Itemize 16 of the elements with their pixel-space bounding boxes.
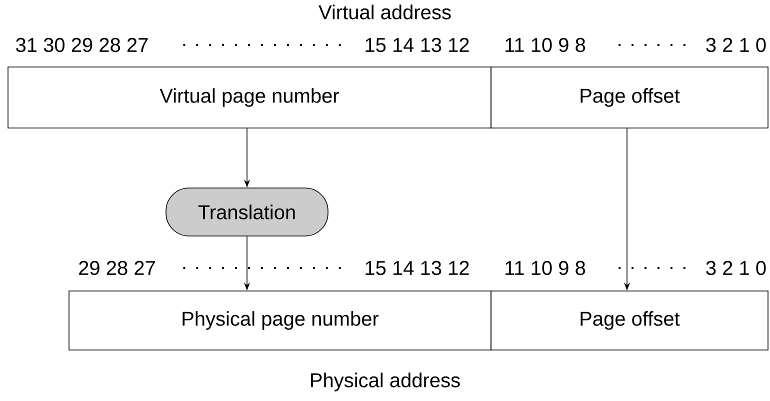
bit-numbers: 29 28 27 (79, 260, 155, 276)
field-box: Page offset (490, 66, 768, 128)
bit-numbers: 15 14 13 12 (366, 38, 469, 52)
field-box: Physical page number (68, 290, 492, 350)
bit-numbers: 15 14 13 12 (366, 260, 469, 276)
ellipsis-dots: . . . . . . (618, 266, 686, 270)
field-box: Page offset (490, 290, 768, 350)
ellipsis-dots: . . . . . . (618, 44, 686, 46)
field-box: Virtual page number (8, 66, 492, 128)
bit-numbers: 11 10 9 8 (506, 260, 586, 276)
title: Virtual address (318, 4, 451, 20)
ellipsis-dots: . . . . . . . . . . . . . (183, 266, 341, 270)
process-box: Translation (166, 188, 328, 236)
caption: Physical address (311, 372, 460, 392)
bit-numbers: 11 10 9 8 (506, 38, 586, 52)
ellipsis-dots: . . . . . . . . . . . . . (183, 44, 341, 46)
